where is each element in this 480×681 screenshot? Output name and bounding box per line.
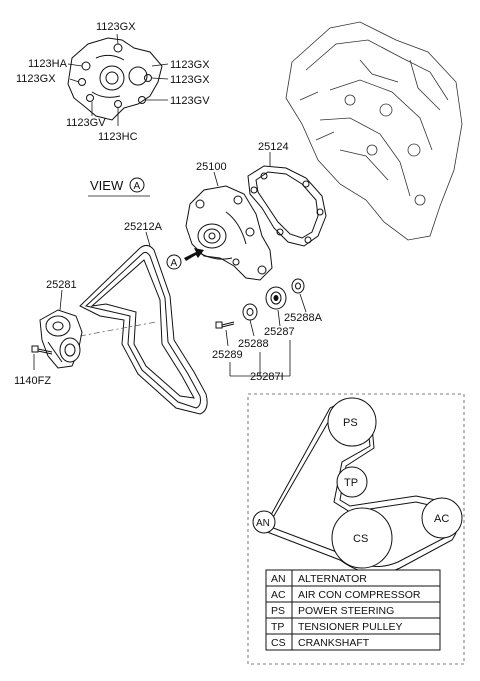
label-25124: 25124 bbox=[258, 141, 289, 153]
legend-code: PS bbox=[271, 605, 285, 617]
idler-leader-lines bbox=[225, 293, 307, 377]
pulley-an bbox=[252, 510, 276, 534]
legend-table bbox=[265, 569, 441, 651]
pulley-label-an: AN bbox=[256, 518, 270, 529]
label-25287: 25287 bbox=[264, 326, 295, 338]
label-25288a: 25288A bbox=[284, 312, 323, 324]
legend-code: AN bbox=[271, 573, 286, 585]
pulley-ps bbox=[327, 397, 377, 447]
legend-name: TENSIONER PULLEY bbox=[298, 621, 402, 633]
gasket-25124 bbox=[247, 165, 327, 247]
label-1123gv-bottom: 1123GV bbox=[66, 117, 106, 129]
pulley-cs bbox=[331, 507, 393, 569]
bolt-1140fz bbox=[31, 345, 53, 355]
label-1123ha: 1123HA bbox=[28, 58, 68, 70]
legend-code: CS bbox=[271, 637, 286, 649]
pulley-label-ac: AC bbox=[434, 513, 449, 525]
water-pump-rear-view bbox=[67, 37, 163, 121]
leader-25281 bbox=[59, 289, 63, 311]
drive-belt-25212a bbox=[79, 244, 208, 415]
view-label: VIEW bbox=[90, 178, 124, 193]
arrow-circle-letter: A bbox=[171, 258, 178, 269]
engine-block-outline bbox=[285, 21, 463, 241]
tensioner-25281 bbox=[39, 309, 83, 369]
leader-25100 bbox=[213, 171, 219, 187]
pulley-tp bbox=[336, 466, 368, 498]
rear-view-leader-lines bbox=[67, 33, 169, 126]
view-circle-letter: A bbox=[134, 181, 141, 192]
idler-parts bbox=[215, 278, 305, 329]
label-1123gv-right: 1123GV bbox=[170, 95, 210, 107]
legend-name: AIR CON COMPRESSOR bbox=[298, 589, 421, 601]
leader-25212a bbox=[145, 231, 151, 247]
legend-name: ALTERNATOR bbox=[298, 573, 367, 585]
pulley-label-tp: TP bbox=[344, 477, 358, 489]
label-1123gx-left: 1123GX bbox=[16, 73, 56, 85]
view-circle bbox=[129, 177, 145, 193]
pulley-ac bbox=[421, 497, 463, 539]
label-25288: 25288 bbox=[238, 338, 269, 350]
legend-code: AC bbox=[271, 589, 286, 601]
label-1123gx-top: 1123GX bbox=[96, 21, 136, 33]
pulley-label-cs: CS bbox=[353, 533, 368, 545]
label-25212a: 25212A bbox=[124, 221, 163, 233]
arrow-circle bbox=[166, 254, 182, 270]
label-25100: 25100 bbox=[196, 161, 227, 173]
water-pump-25100 bbox=[185, 185, 273, 281]
label-1140fz: 1140FZ bbox=[14, 375, 51, 387]
label-25287i: 25287I bbox=[250, 371, 284, 383]
pulley-label-ps: PS bbox=[343, 417, 358, 429]
legend-name: CRANKSHAFT bbox=[298, 637, 370, 649]
view-arrow-icon bbox=[184, 248, 204, 261]
label-1123hc: 1123HC bbox=[98, 131, 138, 143]
centerline bbox=[79, 321, 157, 337]
label-1123gx-right-1: 1123GX bbox=[170, 59, 210, 71]
label-25281: 25281 bbox=[46, 279, 77, 291]
legend-code: TP bbox=[271, 621, 284, 633]
belt-routing-box bbox=[247, 393, 465, 665]
label-25289: 25289 bbox=[212, 349, 243, 361]
label-1123gx-right-2: 1123GX bbox=[170, 74, 210, 86]
legend-name: POWER STEERING bbox=[298, 605, 394, 617]
